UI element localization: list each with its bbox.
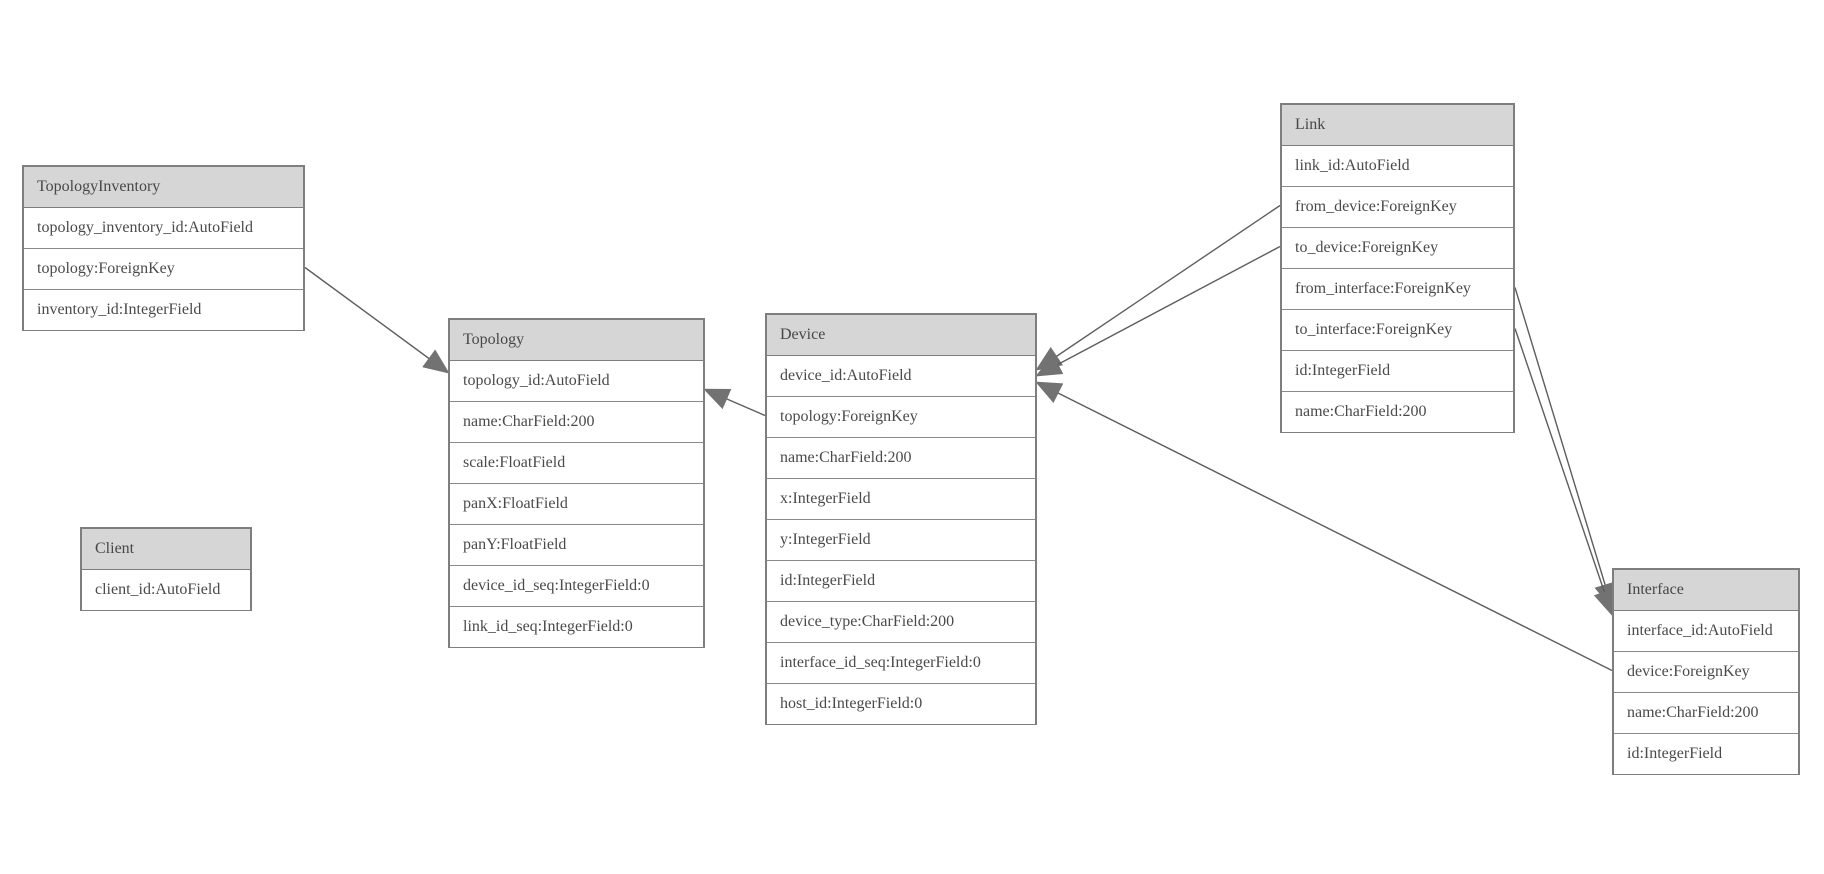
edge-link-to_interface-to-interface: Link.to_interface references Interface.i… (1514, 328, 1615, 617)
edge-device-topology-to-topology: Device.topology references Topology.topo… (703, 388, 766, 417)
field-row-link_id: link_id:AutoField (1282, 146, 1513, 187)
field-row-from_interface: from_interface:ForeignKey (1282, 269, 1513, 310)
field-row-name: name:CharField:200 (450, 402, 703, 443)
edge-link-from_interface-to-interface: Link.from_interface references Interface… (1514, 287, 1616, 610)
field-row-id: id:IntegerField (1614, 734, 1798, 774)
field-row-interface_id_seq: interface_id_seq:IntegerField:0 (767, 643, 1035, 684)
field-row-inventory_id: inventory_id:IntegerField (24, 290, 303, 330)
field-row-name: name:CharField:200 (767, 438, 1035, 479)
field-row-host_id: host_id:IntegerField:0 (767, 684, 1035, 724)
field-row-device_id_seq: device_id_seq:IntegerField:0 (450, 566, 703, 607)
entity-title-topology: Topology (450, 320, 703, 361)
field-row-interface_id: interface_id:AutoField (1614, 611, 1798, 652)
field-row-device_type: device_type:CharField:200 (767, 602, 1035, 643)
field-row-scale: scale:FloatField (450, 443, 703, 484)
edge-link-to_device-to-device: Link.to_device references Device.device_… (1035, 245, 1281, 377)
field-row-y: y:IntegerField (767, 520, 1035, 561)
field-row-id: id:IntegerField (1282, 351, 1513, 392)
field-row-device_id: device_id:AutoField (767, 356, 1035, 397)
field-row-x: x:IntegerField (767, 479, 1035, 520)
entity-title-device: Device (767, 315, 1035, 356)
field-row-topology_id: topology_id:AutoField (450, 361, 703, 402)
field-row-panX: panX:FloatField (450, 484, 703, 525)
field-row-topology_inventory_id: topology_inventory_id:AutoField (24, 208, 303, 249)
entity-title-interface: Interface (1614, 570, 1798, 611)
field-row-topology: topology:ForeignKey (24, 249, 303, 290)
field-row-topology: topology:ForeignKey (767, 397, 1035, 438)
edge-topologyinventory-topology-to-topology: TopologyInventory.topology references To… (304, 266, 450, 374)
field-row-to_interface: to_interface:ForeignKey (1282, 310, 1513, 351)
entity-title-client: Client (82, 529, 250, 570)
field-row-device: device:ForeignKey (1614, 652, 1798, 693)
field-row-to_device: to_device:ForeignKey (1282, 228, 1513, 269)
field-row-client_id: client_id:AutoField (82, 570, 250, 610)
field-row-id: id:IntegerField (767, 561, 1035, 602)
field-row-link_id_seq: link_id_seq:IntegerField:0 (450, 607, 703, 647)
field-row-name: name:CharField:200 (1614, 693, 1798, 734)
field-row-panY: panY:FloatField (450, 525, 703, 566)
field-row-from_device: from_device:ForeignKey (1282, 187, 1513, 228)
entity-title-topologyinventory: TopologyInventory (24, 167, 303, 208)
field-row-name: name:CharField:200 (1282, 392, 1513, 432)
edge-link-from_device-to-device: Link.from_device references Device.devic… (1035, 204, 1281, 371)
entity-title-link: Link (1282, 105, 1513, 146)
